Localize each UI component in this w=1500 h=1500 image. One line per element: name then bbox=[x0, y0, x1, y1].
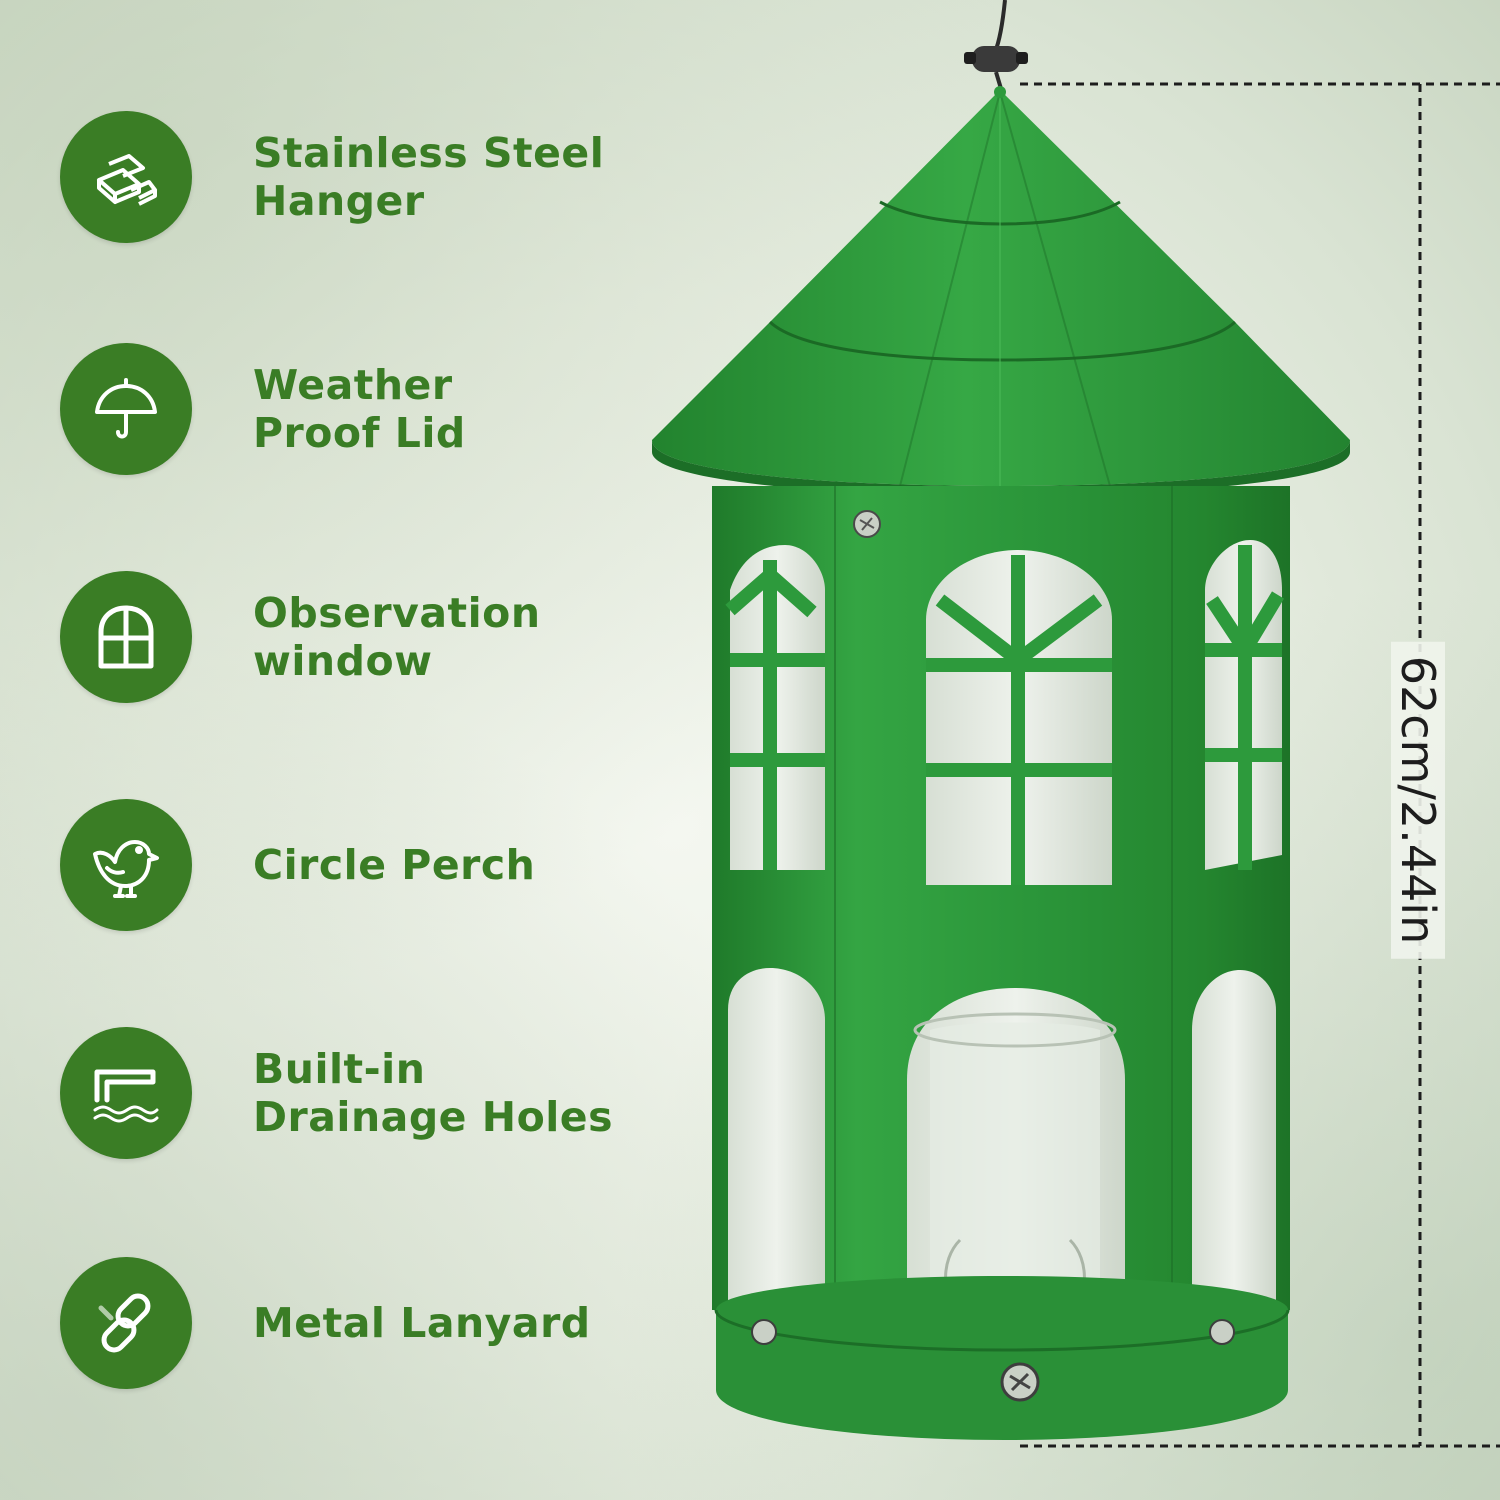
feature-weather-proof-lid: Weather Proof Lid bbox=[60, 342, 680, 476]
feature-label: Observation window bbox=[253, 589, 541, 685]
feature-built-in-drainage-holes: Built-in Drainage Holes bbox=[60, 1026, 680, 1160]
feature-stainless-steel-hanger: Stainless Steel Hanger bbox=[60, 110, 680, 244]
window-icon bbox=[60, 571, 192, 703]
observation-window bbox=[725, 510, 1285, 885]
metal-bars-icon bbox=[60, 111, 192, 243]
feature-circle-perch: Circle Perch bbox=[60, 798, 680, 932]
feeder-body bbox=[712, 486, 1290, 1322]
feature-label: Built-in Drainage Holes bbox=[253, 1045, 614, 1141]
umbrella-icon bbox=[60, 343, 192, 475]
feature-label: Weather Proof Lid bbox=[253, 361, 466, 457]
feeding-ports bbox=[728, 968, 1276, 1322]
feature-label: Stainless Steel Hanger bbox=[253, 129, 605, 225]
feature-metal-lanyard: Metal Lanyard bbox=[60, 1256, 680, 1390]
feature-observation-window: Observation window bbox=[60, 570, 680, 704]
drainage-icon bbox=[60, 1027, 192, 1159]
height-dimension-line bbox=[1020, 82, 1500, 1448]
chain-link-icon bbox=[60, 1257, 192, 1389]
feature-label: Metal Lanyard bbox=[253, 1299, 591, 1347]
weather-proof-lid bbox=[652, 86, 1350, 496]
circle-perch-tray bbox=[714, 1276, 1290, 1440]
bird-icon bbox=[60, 799, 192, 931]
feature-label: Circle Perch bbox=[253, 841, 536, 889]
height-dimension-label: 62cm/2.44in bbox=[1391, 641, 1445, 959]
stainless-steel-hanger bbox=[964, 0, 1028, 93]
